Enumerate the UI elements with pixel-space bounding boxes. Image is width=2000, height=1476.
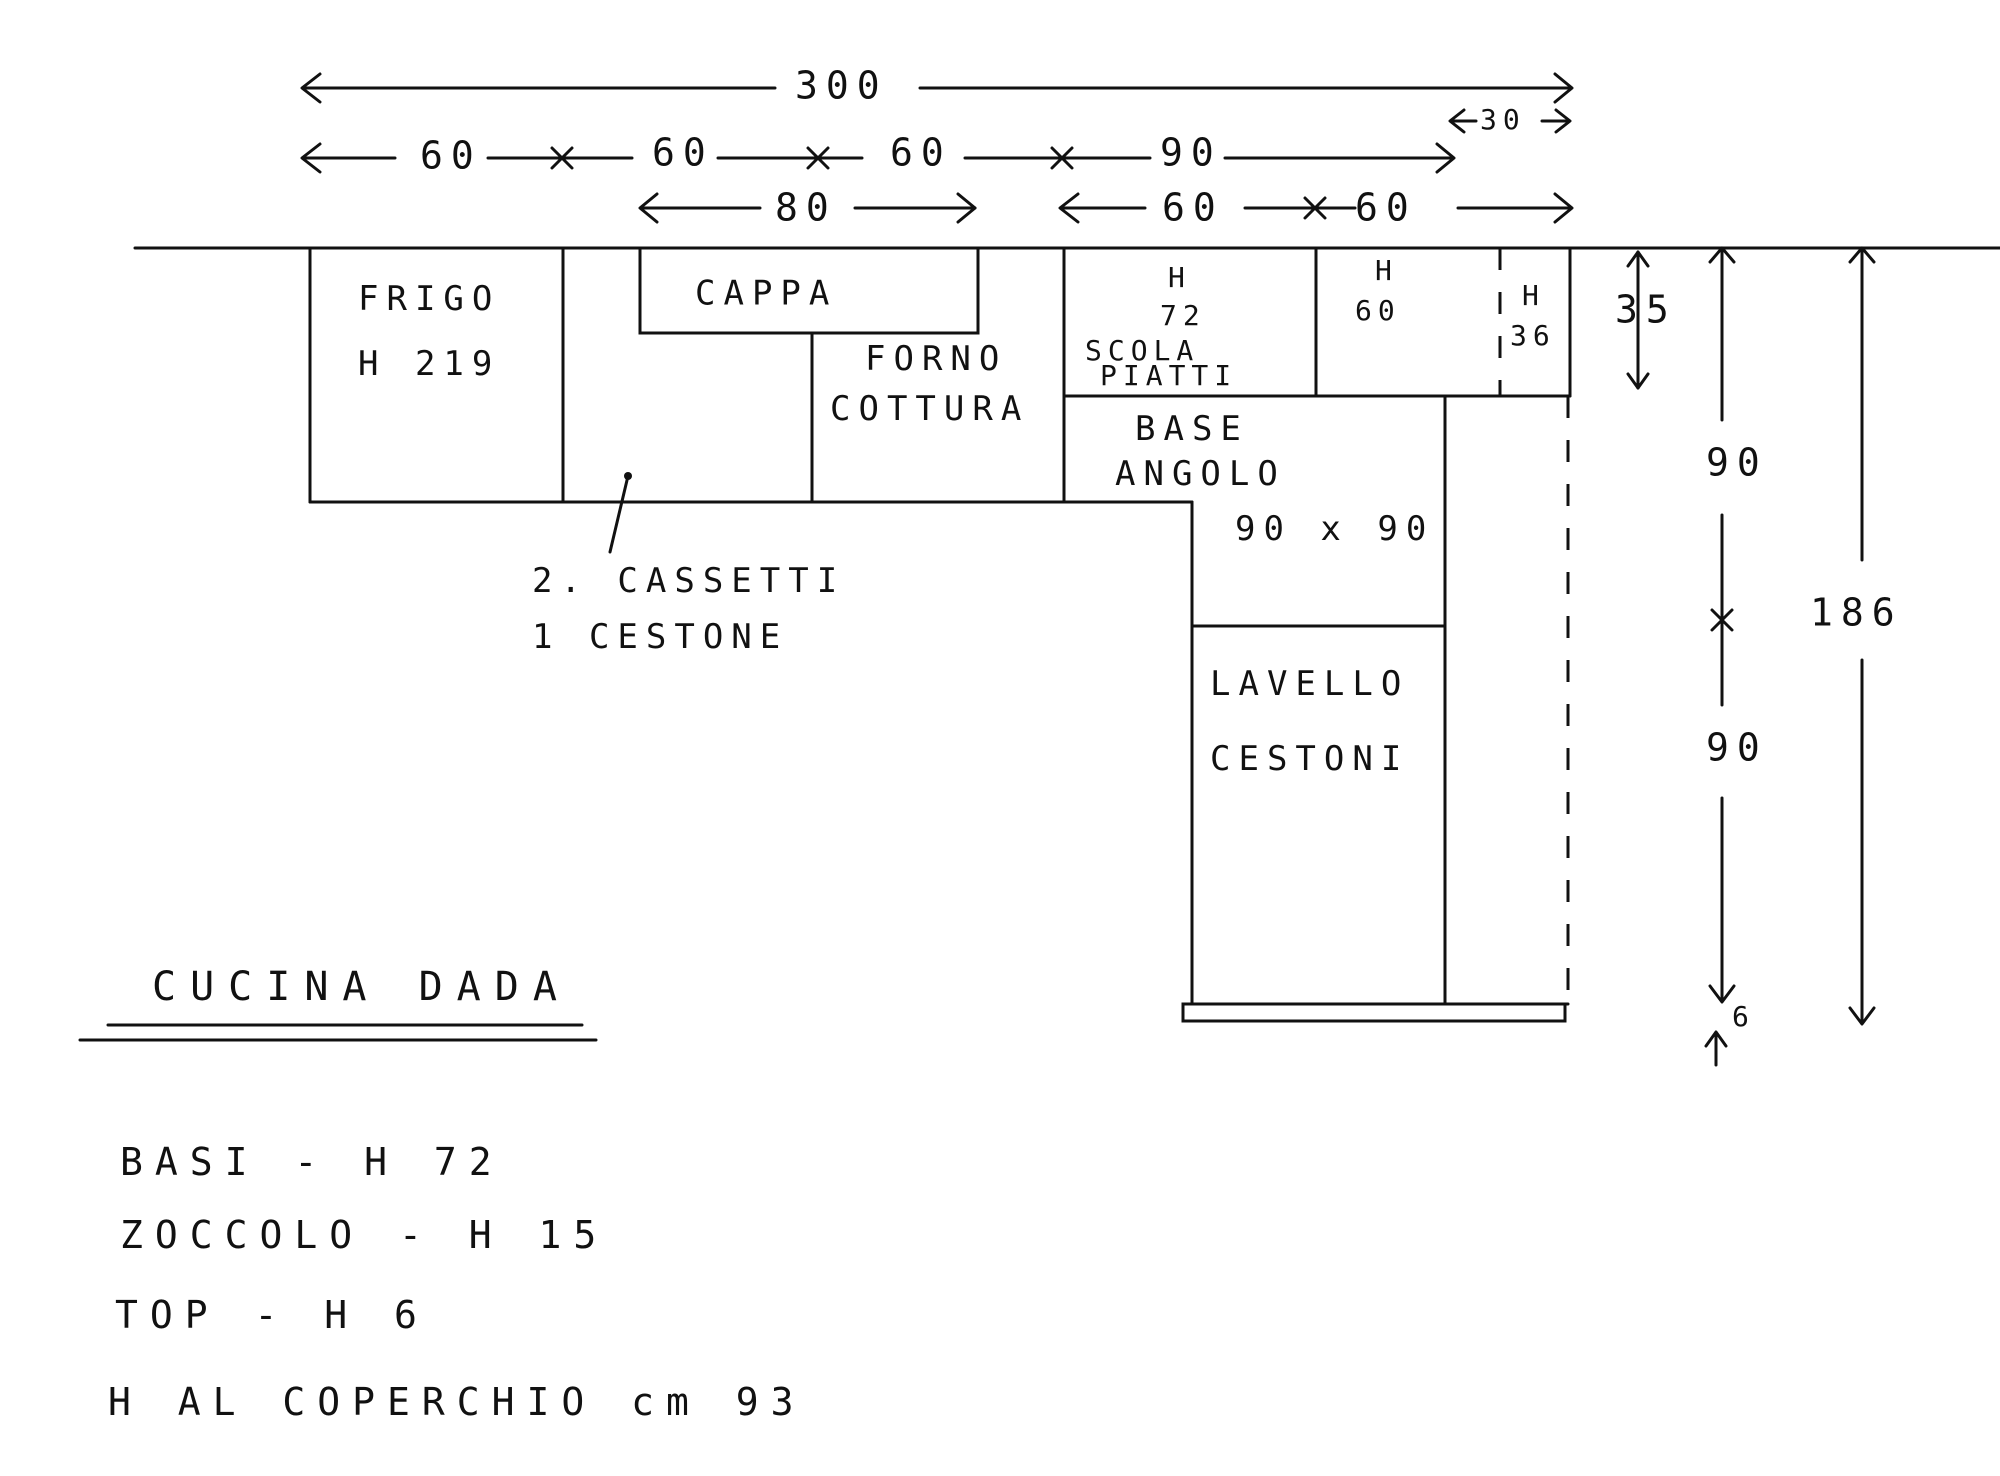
dim-row1-a: 60 <box>420 134 482 178</box>
dim-30-label: 30 <box>1480 103 1526 136</box>
note-top: TOP - H 6 <box>115 1293 429 1337</box>
drawing-title: CUCINA DADA <box>152 964 571 1010</box>
cassetti-label-1: 2. CASSETTI <box>532 561 845 601</box>
scolapiatti-value: 72 <box>1160 299 1206 332</box>
forno-label-1: FORNO <box>865 339 1007 379</box>
dim-6-label: 6 <box>1732 1000 1755 1033</box>
base-angolo-label-2: ANGOLO <box>1115 454 1286 494</box>
base-angolo-label-1: BASE <box>1135 409 1249 449</box>
dimension-depth-35: 35 <box>1615 250 1677 390</box>
dim-row2-a: 80 <box>775 186 837 230</box>
cassetti-label-2: 1 CESTONE <box>532 617 788 657</box>
dim-186-label: 186 <box>1810 591 1903 635</box>
scolapiatti-h: H <box>1168 261 1191 294</box>
dim-300-label: 300 <box>795 64 888 108</box>
dim-row1-d: 90 <box>1160 131 1222 175</box>
scolapiatti-label-2: PIATTI <box>1100 359 1237 392</box>
dim-90a-label: 90 <box>1706 441 1768 485</box>
cappa-label: CAPPA <box>695 274 837 314</box>
dim-row2-b: 60 <box>1162 186 1224 230</box>
dim-90b-label: 90 <box>1706 726 1768 770</box>
frigo-label: FRIGO <box>358 279 500 319</box>
scolapiatti-label-1: SCOLA <box>1085 334 1199 367</box>
dim-35-label: 35 <box>1615 288 1677 332</box>
note-coperchio: H AL COPERCHIO cm 93 <box>108 1380 806 1424</box>
note-zoccolo: ZOCCOLO - H 15 <box>120 1213 608 1257</box>
cappa-box <box>638 246 980 335</box>
lavello-label-1: LAVELLO <box>1210 664 1409 704</box>
frigo-height: H 219 <box>358 344 500 384</box>
dimension-depth-186: 186 <box>1810 246 1903 1026</box>
pensile36-h: H <box>1522 279 1545 312</box>
pensile60-value: 60 <box>1355 294 1401 327</box>
pensile60-h: H <box>1375 254 1398 287</box>
dim-row1-c: 60 <box>890 131 952 175</box>
kitchen-layout-outline <box>308 246 1572 1023</box>
lavello-label-2: CESTONI <box>1210 739 1409 779</box>
dimension-depth-90-90: 90 90 6 <box>1704 246 1768 1067</box>
dim-row2-c: 60 <box>1355 186 1417 230</box>
dimension-total-300: 300 <box>300 64 1574 108</box>
note-basi: BASI - H 72 <box>120 1140 504 1184</box>
cassetti-leader-line <box>608 474 630 554</box>
dimension-row-1: 60 60 60 90 <box>300 131 1456 178</box>
dimension-row-2: 80 60 60 <box>638 186 1574 230</box>
dimension-overhang-30: 30 <box>1448 103 1572 136</box>
dim-row1-b: 60 <box>652 131 714 175</box>
pensile36-value: 36 <box>1510 319 1556 352</box>
forno-label-2: COTTURA <box>830 389 1029 429</box>
base-angolo-size: 90 x 90 <box>1235 509 1434 549</box>
top-edge <box>1181 1002 1567 1023</box>
